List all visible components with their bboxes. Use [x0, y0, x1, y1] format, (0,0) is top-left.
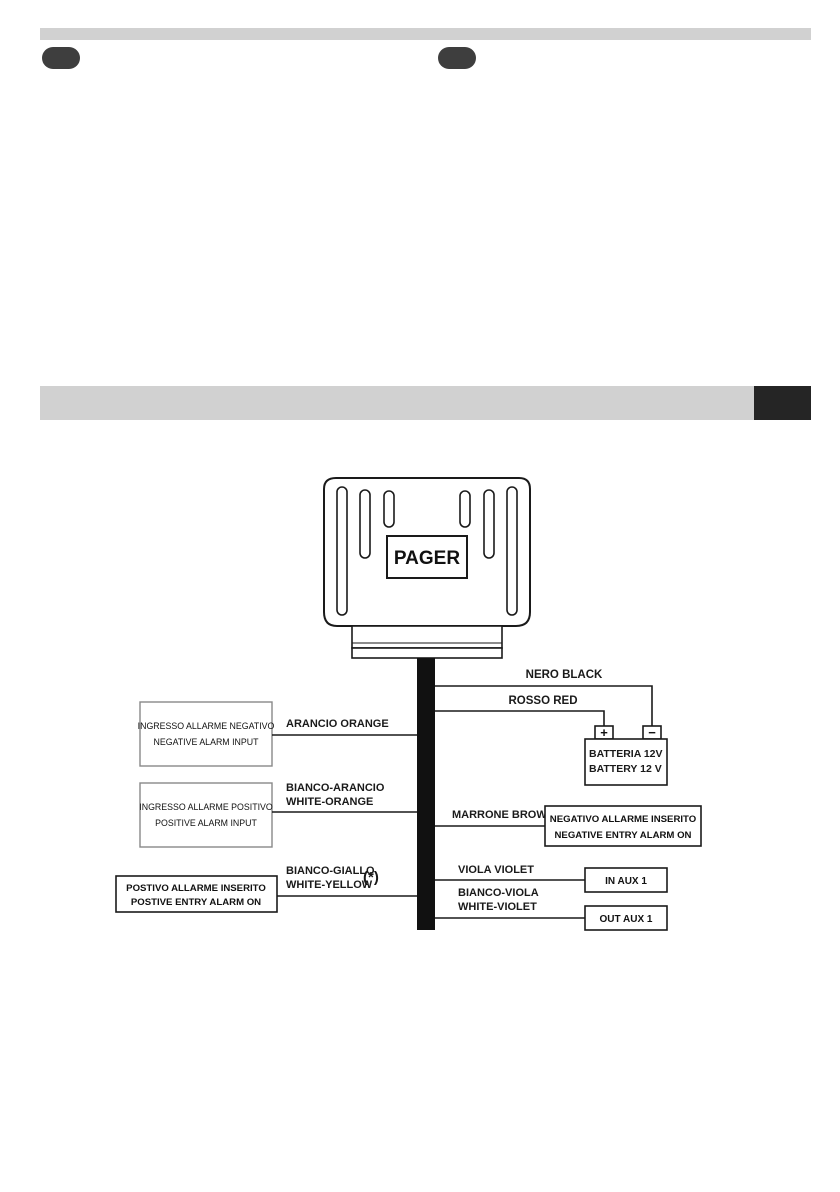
positive-alarm-input-label-en: POSITIVE ALARM INPUT — [155, 818, 257, 828]
violet-wire-label: VIOLA VIOLET — [458, 864, 534, 876]
plus-icon: + — [600, 725, 608, 740]
vent-slot — [336, 486, 348, 616]
black-wire-label: NERO BLACK — [526, 669, 603, 681]
section-header-band — [40, 386, 754, 420]
white-violet-wire-label-en: WHITE-VIOLET — [458, 901, 537, 913]
positive-alarm-input-label-it: INGRESSO ALLARME POSITIVO — [139, 802, 273, 812]
positive-entry-alarm-label-it: POSTIVO ALLARME INSERITO — [126, 883, 266, 894]
battery: + − BATTERIA 12V BATTERY 12 V — [584, 725, 668, 786]
pager-module: PAGER — [323, 477, 531, 659]
out-aux-box — [584, 905, 668, 931]
section-number-tab — [754, 386, 811, 420]
vent-slot — [359, 489, 371, 559]
positive-alarm-input-box — [139, 782, 273, 848]
white-orange-wire-label-en: WHITE-ORANGE — [286, 796, 373, 808]
white-violet-wire-label-it: BIANCO-VIOLA — [458, 887, 539, 899]
white-orange-wire-label-it: BIANCO-ARANCIO — [286, 782, 385, 794]
battery-label-it: BATTERIA 12V — [589, 748, 663, 760]
battery-label-en: BATTERY 12 V — [589, 763, 662, 775]
vent-slot — [459, 490, 471, 528]
connector-block — [351, 625, 503, 649]
positive-entry-alarm-box — [115, 875, 278, 913]
top-rule — [40, 28, 811, 40]
language-flag-right — [438, 47, 476, 69]
negative-alarm-input-label-en: NEGATIVE ALARM INPUT — [154, 737, 260, 747]
vent-slot — [506, 486, 518, 616]
white-yellow-wire-label-en: WHITE-YELLOW — [286, 879, 373, 891]
vent-slot — [383, 490, 395, 528]
white-yellow-wire-label-it: BIANCO-GIALLO — [286, 865, 375, 877]
in-aux-box — [584, 867, 668, 893]
black-wire — [435, 685, 653, 726]
orange-wire-label: ARANCIO ORANGE — [286, 718, 389, 730]
minus-icon: − — [648, 725, 656, 740]
negative-alarm-input-label-it: INGRESSO ALLARME NEGATIVO — [138, 721, 275, 731]
negative-entry-alarm-label-en: NEGATIVE ENTRY ALARM ON — [555, 830, 692, 841]
red-wire-label: ROSSO RED — [508, 695, 577, 707]
negative-alarm-input-box — [139, 701, 273, 767]
vent-slot — [483, 489, 495, 559]
language-flag-left — [42, 47, 80, 69]
positive-entry-alarm-label-en: POSTIVE ENTRY ALARM ON — [131, 897, 261, 908]
brown-wire-label: MARRONE BROWN — [452, 809, 555, 821]
negative-entry-alarm-label-it: NEGATIVO ALLARME INSERITO — [550, 814, 697, 825]
harness-trunk — [417, 658, 435, 930]
in-aux-label: IN AUX 1 — [605, 876, 647, 887]
footnote-asterisk: (*) — [363, 869, 379, 886]
red-wire — [435, 710, 605, 726]
device-label: PAGER — [394, 548, 460, 569]
negative-entry-alarm-box — [544, 805, 702, 847]
out-aux-label: OUT AUX 1 — [600, 914, 653, 925]
